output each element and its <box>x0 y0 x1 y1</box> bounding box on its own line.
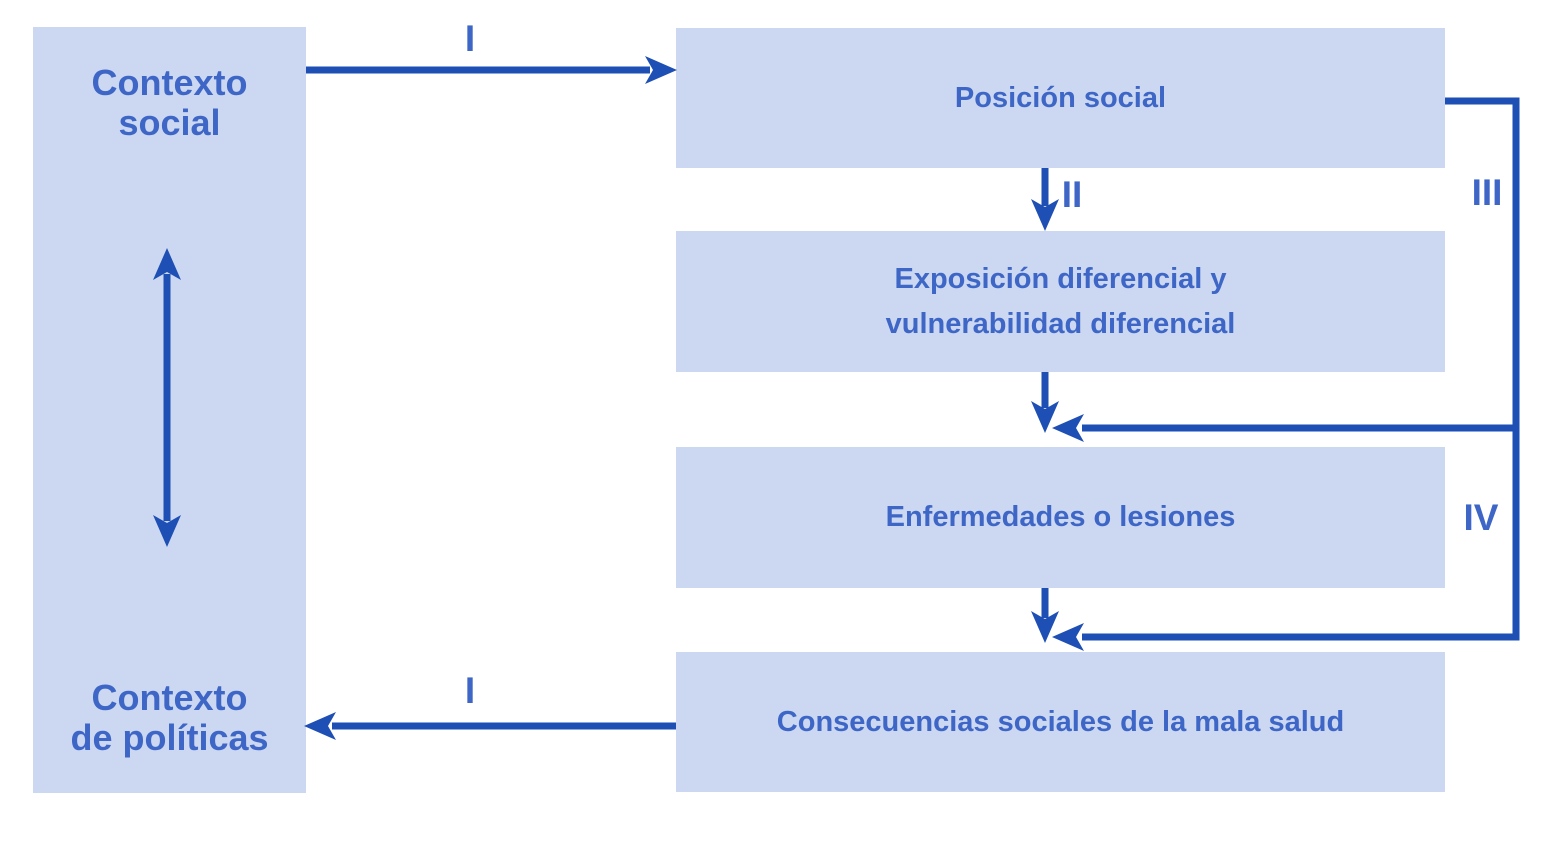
path-label-i-top: I <box>464 18 476 59</box>
context-social-label: Contexto social <box>33 63 306 143</box>
box-exposicion-line1: Exposición diferencial y <box>894 262 1227 295</box>
box-exposicion-diferencial: Exposición diferencial y vulnerabilidad … <box>676 231 1445 372</box>
arrow-enfermedades-to-consecuencias <box>1031 588 1059 643</box>
box-enfermedades-label: Enfermedades o lesiones <box>885 501 1236 533</box>
context-policies-line2: de políticas <box>70 717 269 758</box>
path-label-iii: III <box>1471 172 1503 213</box>
context-social-line2: social <box>118 102 221 143</box>
path-label-ii: II <box>1061 174 1083 215</box>
arrow-posicion-to-exposicion <box>1031 168 1059 231</box>
arrow-exposicion-to-enfermedades <box>1031 372 1059 433</box>
context-social-line1: Contexto <box>91 62 248 103</box>
box-posicion-social: Posición social <box>676 28 1445 168</box>
box-exposicion-line2: vulnerabilidad diferencial <box>885 307 1236 340</box>
context-policies-label: Contexto de políticas <box>33 678 306 758</box>
box-enfermedades-lesiones: Enfermedades o lesiones <box>676 447 1445 588</box>
context-column-box: Contexto social Contexto de políticas <box>33 27 306 793</box>
arrow-consecuencias-to-context <box>304 712 676 740</box>
arrow-context-to-posicion <box>306 56 677 84</box>
path-label-i-bottom: I <box>464 670 476 711</box>
box-consecuencias-sociales: Consecuencias sociales de la mala salud <box>676 652 1445 792</box>
box-posicion-social-label: Posición social <box>954 81 1167 114</box>
path-label-iv: IV <box>1463 497 1499 538</box>
context-policies-line1: Contexto <box>91 677 248 718</box>
box-consecuencias-label: Consecuencias sociales de la mala salud <box>776 705 1345 738</box>
